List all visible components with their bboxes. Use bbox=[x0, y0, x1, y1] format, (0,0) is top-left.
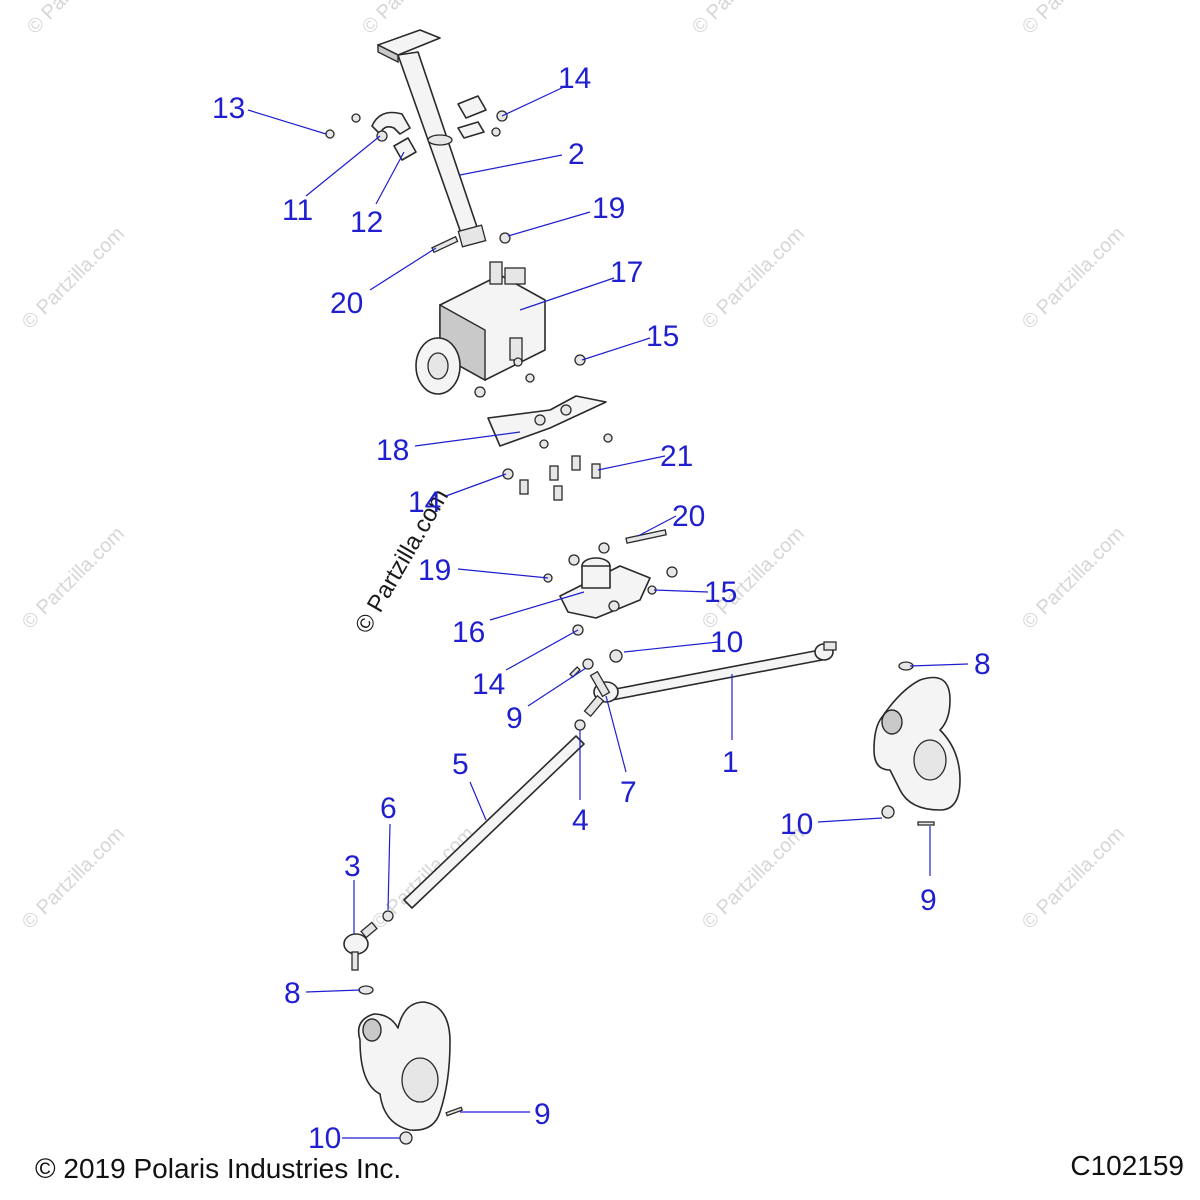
callout-9-center: 9 bbox=[506, 702, 523, 735]
pitman-bracket bbox=[543, 529, 678, 619]
watermark: © Partzilla.com bbox=[688, 0, 799, 39]
drawing-id: C102159 bbox=[1070, 1150, 1184, 1181]
callout-7: 7 bbox=[620, 776, 637, 809]
cotter-pin-9-center bbox=[569, 666, 581, 678]
callout-19-mid: 19 bbox=[418, 554, 451, 587]
callout-14-top: 14 bbox=[558, 62, 591, 95]
callout-1: 1 bbox=[722, 746, 739, 779]
tie-rod-end-left bbox=[343, 910, 394, 971]
nut-10-left bbox=[399, 1131, 413, 1145]
callout-17: 17 bbox=[610, 256, 643, 289]
callout-16: 16 bbox=[452, 616, 485, 649]
callout-12: 12 bbox=[350, 206, 383, 239]
nut-10-right bbox=[881, 805, 895, 819]
callout-21: 21 bbox=[660, 440, 693, 473]
callout-5: 5 bbox=[452, 748, 469, 781]
callout-3: 3 bbox=[344, 850, 361, 883]
jam-nut-4 bbox=[574, 719, 586, 731]
clamp-right bbox=[457, 95, 508, 139]
washer-center bbox=[582, 658, 594, 670]
leader-lines bbox=[247, 85, 969, 1139]
nut-10-center bbox=[609, 649, 623, 663]
callout-15-mid: 15 bbox=[704, 576, 737, 609]
cotter-pin-9-left bbox=[445, 1106, 464, 1117]
callout-18: 18 bbox=[376, 434, 409, 467]
callout-11: 11 bbox=[282, 194, 313, 227]
callouts: 13 14 2 11 12 19 20 17 15 18 21 14 20 19… bbox=[212, 62, 991, 1155]
bolt-19-upper bbox=[499, 232, 511, 244]
mounting-plate bbox=[487, 395, 607, 447]
callout-20-top: 20 bbox=[330, 287, 363, 320]
callout-6: 6 bbox=[380, 792, 397, 825]
knuckle-right bbox=[873, 661, 961, 811]
callout-4: 4 bbox=[572, 804, 589, 837]
watermark: © Partzilla.com bbox=[18, 523, 129, 634]
callout-15-top: 15 bbox=[646, 320, 679, 353]
callout-10-right: 10 bbox=[780, 808, 813, 841]
copyright-notice: © 2019 Polaris Industries Inc. bbox=[35, 1153, 402, 1184]
callout-10-center: 10 bbox=[710, 626, 743, 659]
callout-9-left: 9 bbox=[534, 1098, 551, 1131]
watermark: © Partzilla.com bbox=[23, 0, 134, 39]
watermark: © Partzilla.com bbox=[1018, 0, 1129, 39]
washer-8-left bbox=[358, 985, 374, 995]
tie-rod-tube bbox=[403, 735, 585, 909]
bolt-group bbox=[502, 433, 613, 501]
callout-8-right: 8 bbox=[974, 648, 991, 681]
callout-2: 2 bbox=[568, 138, 585, 171]
watermark: © Partzilla.com bbox=[1018, 523, 1129, 634]
cotter-pin-9-right bbox=[917, 821, 935, 826]
callout-13: 13 bbox=[212, 92, 245, 125]
watermark: © Partzilla.com bbox=[698, 223, 809, 334]
power-steering-unit bbox=[415, 261, 586, 398]
watermark: © Partzilla.com bbox=[18, 223, 129, 334]
callout-10-left: 10 bbox=[308, 1122, 341, 1155]
callout-8-left: 8 bbox=[284, 977, 301, 1010]
knuckle-left bbox=[357, 1001, 451, 1131]
watermark: © Partzilla.com bbox=[1018, 823, 1129, 934]
callout-19-top: 19 bbox=[592, 192, 625, 225]
clamp-left bbox=[325, 111, 417, 161]
steering-column bbox=[377, 29, 487, 248]
bolt-20-upper bbox=[431, 235, 459, 254]
watermark: © Partzilla.com bbox=[1018, 223, 1129, 334]
callout-20-mid: 20 bbox=[672, 500, 705, 533]
watermark: © Partzilla.com bbox=[18, 823, 129, 934]
callout-14-mid: 14 bbox=[408, 486, 441, 519]
callout-14-low: 14 bbox=[472, 668, 505, 701]
tie-rod-right bbox=[583, 641, 837, 718]
callout-9-right: 9 bbox=[920, 884, 937, 917]
